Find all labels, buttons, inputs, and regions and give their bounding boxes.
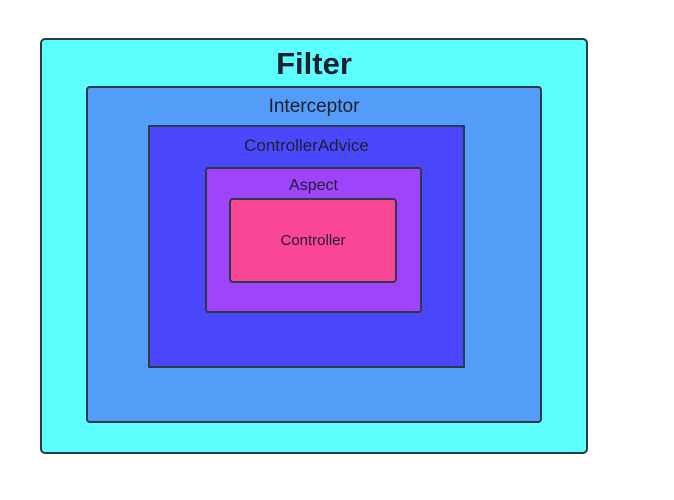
controller-layer-box: Controller	[229, 198, 397, 283]
controller-label: Controller	[280, 232, 346, 249]
interceptor-label: Interceptor	[268, 96, 360, 117]
filter-label: Filter	[276, 46, 352, 81]
controller-advice-layer-box: ControllerAdvice Aspect Controller	[148, 125, 465, 368]
filter-layer-box: Filter Interceptor ControllerAdvice Aspe…	[40, 38, 588, 454]
interceptor-layer-box: Interceptor ControllerAdvice Aspect Cont…	[86, 86, 542, 423]
aspect-label: Aspect	[289, 177, 338, 194]
aspect-layer-box: Aspect Controller	[205, 167, 422, 313]
controller-advice-label: ControllerAdvice	[244, 136, 369, 155]
